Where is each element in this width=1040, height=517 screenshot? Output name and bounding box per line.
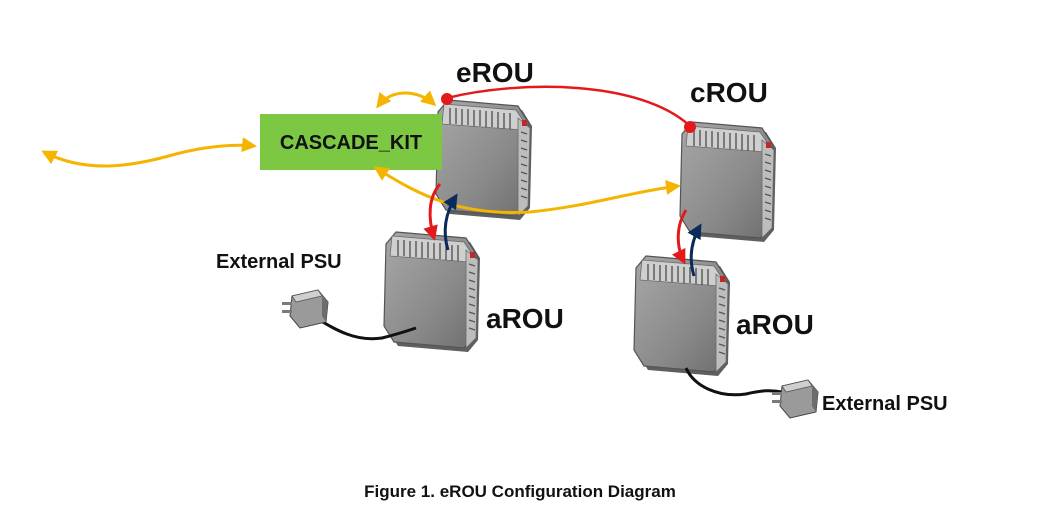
crou-to-arou-right-link [671, 209, 688, 265]
power-adapter-right-icon [771, 379, 819, 419]
arou-left-to-erou-link [443, 193, 458, 251]
kit-external-link [41, 137, 257, 168]
erou-to-arou-left-link [423, 183, 442, 241]
crou-label: cROU [690, 77, 768, 108]
external-psu-left-label: External PSU [216, 251, 342, 273]
power-adapter-left-icon [281, 289, 329, 329]
cable-right [684, 367, 783, 397]
kit-erou-link [376, 90, 437, 109]
kit-crou-link [373, 166, 681, 215]
arou-right-to-crou-link [687, 223, 702, 277]
external-psu-right-label: External PSU [822, 393, 948, 415]
arou-right-device [633, 255, 731, 377]
cable-left [315, 316, 417, 341]
cascade-kit-box [260, 114, 442, 170]
erou-connector-dot-icon [441, 93, 453, 105]
erou-crou-link [446, 85, 691, 127]
cascade-kit-label: CASCADE_KIT [280, 132, 422, 154]
erou-device [435, 99, 533, 221]
arou-left-label: aROU [486, 303, 564, 334]
crou-device [679, 121, 777, 243]
figure-caption: Figure 1. eROU Configuration Diagram [364, 482, 676, 501]
arou-right-label: aROU [736, 309, 814, 340]
erou-label: eROU [456, 57, 534, 88]
crou-connector-dot-icon [684, 121, 696, 133]
